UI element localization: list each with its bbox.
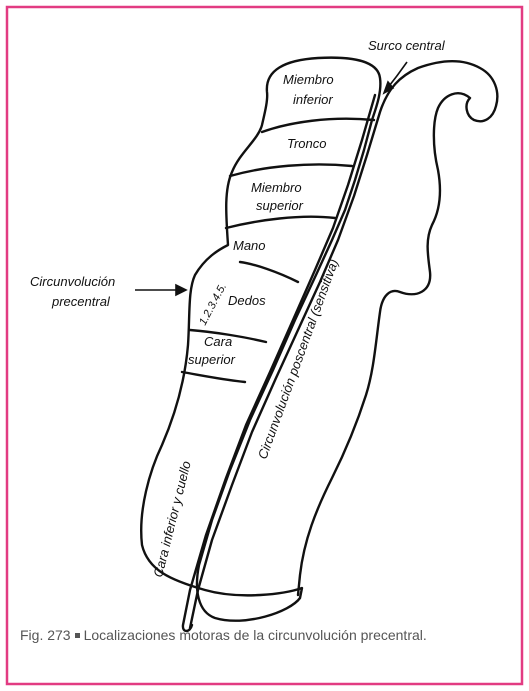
- caption-bullet-icon: [75, 633, 80, 638]
- label-surco-central: Surco central: [368, 38, 446, 53]
- precentral-gyrus-outline: [141, 58, 380, 621]
- figure-number: Fig. 273: [20, 627, 71, 643]
- label-cara-inferior: Cara inferior y cuello: [150, 459, 193, 578]
- label-cara-superior-2: superior: [188, 352, 236, 367]
- divider-inferior-tronco: [262, 119, 374, 132]
- label-cara-superior-1: Cara: [204, 334, 232, 349]
- label-tronco: Tronco: [287, 136, 327, 151]
- label-circunvolucion-poscentral: Circunvolución poscentral (sensitiva): [255, 257, 342, 461]
- divider-tronco-superior: [230, 164, 352, 176]
- label-finger-numbers: 1.2.3.4.5.: [197, 281, 229, 327]
- label-circunvolucion-precentral-2: precentral: [51, 294, 111, 309]
- divider-superior-mano: [226, 217, 335, 228]
- label-miembro-superior-1: Miembro: [251, 180, 302, 195]
- divider-mano-dedos: [240, 262, 298, 282]
- arrows: [135, 62, 407, 295]
- label-circunvolucion-precentral-1: Circunvolución: [30, 274, 115, 289]
- label-miembro-inferior-1: Miembro: [283, 72, 334, 87]
- label-miembro-superior-2: superior: [256, 198, 304, 213]
- postcentral-gyrus-outline: [190, 61, 497, 628]
- label-mano: Mano: [233, 238, 266, 253]
- figure-caption: Fig. 273 Localizaciones motoras de la cir…: [20, 626, 510, 645]
- divider-cara-inferior: [182, 372, 245, 382]
- label-dedos: Dedos: [228, 293, 266, 308]
- precentral-arrowhead: [176, 285, 186, 295]
- label-miembro-inferior-2: inferior: [293, 92, 333, 107]
- caption-text: Localizaciones motoras de la circunvoluc…: [84, 627, 427, 643]
